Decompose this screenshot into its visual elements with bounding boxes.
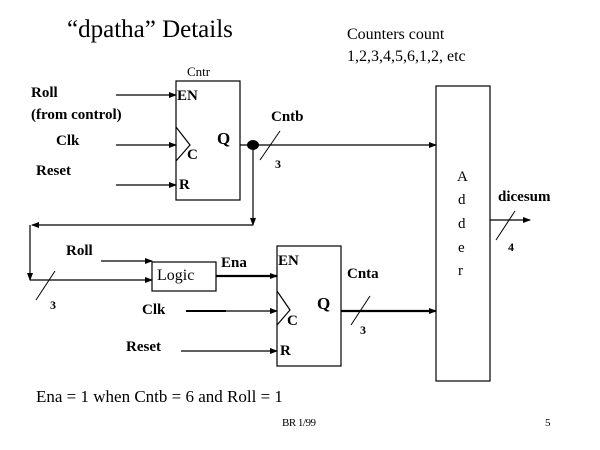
adder-letter: d: [458, 216, 466, 232]
adder-letter: d: [458, 192, 466, 208]
cntr-pin-c: C: [187, 147, 198, 163]
dicesum-width-label: 4: [508, 240, 514, 254]
cnta-label: Cnta: [347, 266, 379, 282]
cnta-clock-triangle: [276, 290, 291, 326]
cntr-clk-label: Clk: [56, 133, 80, 149]
footer-left: BR 1/99: [282, 417, 316, 429]
cntr-clock-triangle: [175, 126, 191, 162]
dicesum-bus-slash: [495, 210, 516, 241]
cnta-pin-c: C: [287, 313, 298, 329]
cntb-width-label: 3: [275, 157, 281, 171]
cntr-pin-en: EN: [177, 88, 198, 104]
adder-letter: A: [457, 169, 468, 185]
logic-block-label: Logic: [157, 267, 195, 284]
cnta-reset-label: Reset: [126, 339, 161, 355]
cntr-pin-q: Q: [217, 129, 231, 148]
cnta-block: [276, 245, 342, 367]
cnta-pin-r: R: [280, 343, 291, 359]
ena-equation: Ena = 1 when Cntb = 6 and Roll = 1: [36, 387, 283, 406]
dicesum-label: dicesum: [498, 189, 551, 205]
cnta-pin-q: Q: [317, 294, 331, 313]
cntr-reset-label: Reset: [36, 163, 71, 179]
ena-label: Ena: [221, 255, 247, 271]
cntb-label: Cntb: [271, 109, 304, 125]
cntr-roll-note: (from control): [31, 107, 122, 123]
cntr-roll-label: Roll: [31, 85, 58, 101]
counter-note-line-2: 1,2,3,4,5,6,1,2, etc: [347, 48, 466, 65]
cnta-clk-label: Clk: [142, 302, 166, 318]
cnta-pin-en: EN: [278, 253, 299, 269]
page-number: 5: [545, 417, 551, 429]
cntb-bus-slash: [259, 130, 281, 161]
cntr-pin-r: R: [179, 177, 190, 193]
slide-title: “dpatha” Details: [67, 16, 233, 43]
cnta-width-label: 3: [360, 323, 366, 337]
cntr-name-label: Cntr: [187, 64, 211, 79]
adder-letter: e: [458, 240, 465, 256]
feedback-bus-slash: [35, 270, 56, 301]
logic-roll-label: Roll: [66, 243, 93, 259]
cnta-bus-slash: [350, 295, 371, 326]
cntr-block: [175, 80, 241, 201]
feedback-width-label: 3: [50, 298, 56, 312]
counter-note-line-1: Counters count: [347, 26, 445, 43]
adder-letter: r: [458, 263, 463, 279]
adder-block: [435, 85, 491, 382]
